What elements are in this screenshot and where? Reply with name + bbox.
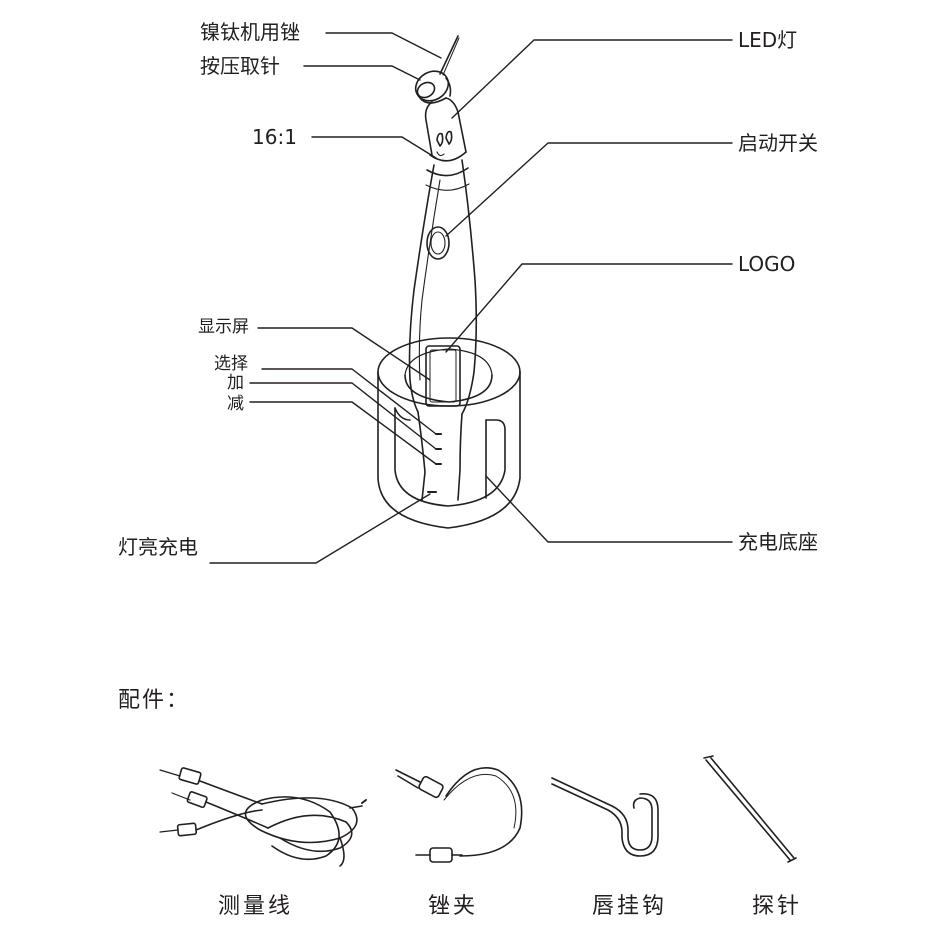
lip-hook-drawing bbox=[551, 777, 659, 857]
charging-base-drawing bbox=[377, 337, 521, 529]
accessory-file-clip: 锉夹 bbox=[428, 894, 479, 919]
label-charging-light: 灯亮充电 bbox=[118, 535, 198, 559]
label-display: 显示屏 bbox=[198, 317, 249, 337]
file-clip-drawing bbox=[395, 767, 523, 863]
accessory-measurement-cable: 测量线 bbox=[218, 894, 294, 919]
label-led: LED灯 bbox=[738, 28, 798, 52]
label-minus: 减 bbox=[227, 394, 244, 414]
label-logo: LOGO bbox=[738, 252, 796, 276]
leader-lines bbox=[209, 32, 733, 564]
label-press-release: 按压取针 bbox=[200, 54, 280, 78]
label-start-switch: 启动开关 bbox=[738, 131, 818, 155]
accessories-title: 配件： bbox=[118, 688, 191, 713]
accessory-lip-hook: 唇挂钩 bbox=[592, 894, 668, 919]
label-plus: 加 bbox=[227, 373, 244, 393]
handpiece-drawing bbox=[408, 35, 478, 501]
probe-drawing bbox=[703, 755, 797, 863]
measurement-cable-drawing bbox=[159, 767, 367, 867]
label-select: 选择 bbox=[214, 354, 248, 374]
label-charging-base: 充电底座 bbox=[738, 530, 818, 554]
label-ratio: 16:1 bbox=[252, 125, 297, 149]
accessory-probe: 探针 bbox=[752, 894, 803, 919]
label-niti-file: 镍钛机用锉 bbox=[200, 20, 300, 44]
